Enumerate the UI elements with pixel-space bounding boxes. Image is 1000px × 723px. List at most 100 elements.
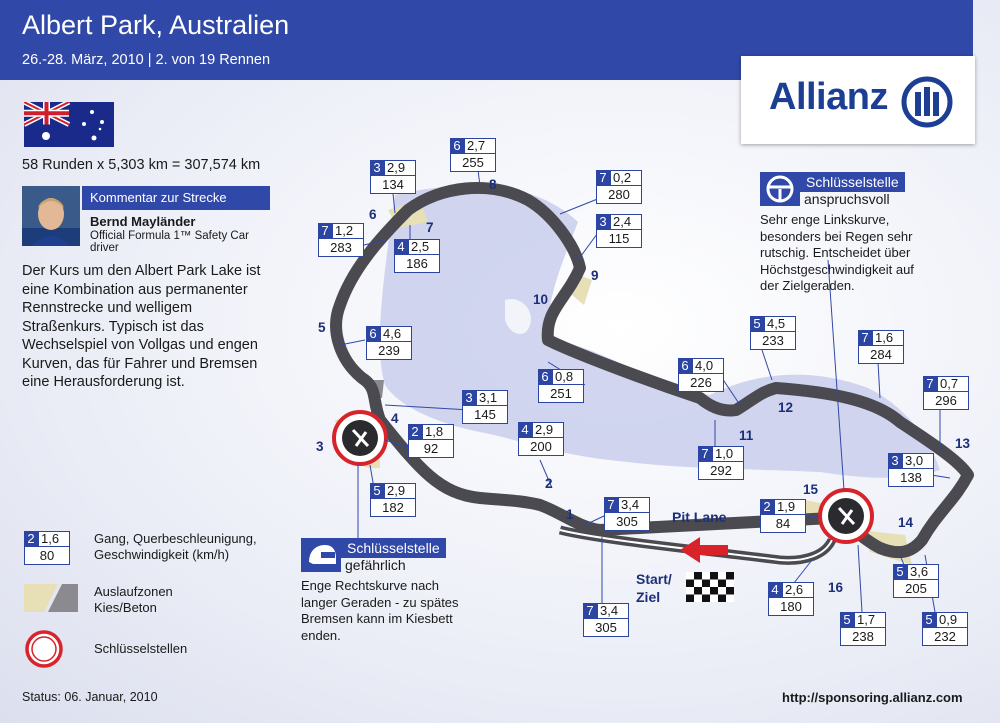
gear-value: 6 — [366, 326, 380, 342]
driver-role: Official Formula 1™ Safety Car driver — [90, 230, 249, 254]
lateral-g-value: 2,7 — [464, 138, 496, 154]
driver-name: Bernd Mayländer — [90, 214, 196, 229]
speed-value: 284 — [858, 346, 904, 364]
gear-value: 7 — [923, 376, 937, 392]
keypoint-marker-t3 — [332, 410, 388, 466]
lateral-g-value: 3,4 — [597, 603, 629, 619]
allianz-eagle-icon — [901, 76, 953, 128]
lateral-g-value: 4,6 — [380, 326, 412, 342]
turn-number: 16 — [828, 580, 844, 595]
speed-value: 232 — [922, 628, 968, 646]
speed-value: 205 — [893, 580, 939, 598]
turn-number: 14 — [898, 515, 914, 530]
speed-value: 292 — [698, 462, 744, 480]
gear-value: 4 — [768, 582, 782, 598]
keypoint-heading: Schlüsselstelle — [800, 172, 905, 192]
checkered-flag-icon — [686, 572, 734, 602]
speed-value: 280 — [596, 186, 642, 204]
steering-wheel-icon — [760, 172, 800, 206]
speed-value: 138 — [888, 469, 934, 487]
lateral-g-value: 2,5 — [408, 239, 440, 255]
turn-number: 6 — [369, 207, 377, 222]
lateral-g-value: 3,6 — [907, 564, 939, 580]
turn-number: 9 — [591, 268, 599, 283]
gear-value: 7 — [604, 497, 618, 513]
lateral-g-value: 2,9 — [384, 160, 416, 176]
lateral-g-value: 2,6 — [782, 582, 814, 598]
speed-value: 92 — [408, 440, 454, 458]
turn-number: 1 — [566, 507, 574, 522]
gear-value: 5 — [893, 564, 907, 580]
turn-number: 15 — [803, 482, 819, 497]
helmet-icon — [301, 538, 341, 572]
gear-value: 2 — [408, 424, 422, 440]
lateral-g-value: 1,6 — [872, 330, 904, 346]
lateral-g-value: 4,0 — [692, 358, 724, 374]
keypoint-subheading: anspruchsvoll — [804, 191, 890, 207]
race-date-subtitle: 26.-28. März, 2010 | 2. von 19 Rennen — [22, 52, 271, 68]
speed-value: 251 — [538, 385, 584, 403]
speed-value: 145 — [462, 406, 508, 424]
keypoint-description: Enge Rechtskurve nach langer Geraden - z… — [301, 578, 459, 643]
australia-flag-icon — [24, 102, 114, 147]
legend-info-text: Gang, Querbeschleunigung, Geschwindigkei… — [94, 531, 257, 562]
lateral-g-value: 1,2 — [332, 223, 364, 239]
legend-keypoint-text: Schlüsselstellen — [94, 641, 188, 656]
turn-number: 12 — [778, 400, 794, 415]
gear-value: 5 — [370, 483, 384, 499]
keypoint-subheading: gefährlich — [345, 557, 406, 573]
legend-runoff-swatch — [24, 584, 78, 612]
race-track — [330, 181, 974, 559]
legend-info-box: 2 1,6 80 — [24, 531, 70, 565]
logo-wordmark: Allianz — [769, 76, 888, 118]
speed-value: 233 — [750, 332, 796, 350]
turn-number: 5 — [318, 320, 326, 335]
sponsor-url-link[interactable]: http://sponsoring.allianz.com — [782, 690, 963, 705]
lateral-g-value: 3,0 — [902, 453, 934, 469]
gear-value: 3 — [370, 160, 384, 176]
gear-value: 6 — [538, 369, 552, 385]
start-label-line1: Start/ — [636, 571, 672, 587]
speed-value: 255 — [450, 154, 496, 172]
lateral-g-value: 3,4 — [618, 497, 650, 513]
speed-value: 80 — [24, 547, 70, 565]
turn-number: 10 — [533, 292, 549, 307]
lateral-g-value: 1,8 — [422, 424, 454, 440]
direction-arrow-icon — [680, 537, 728, 563]
gear-value: 4 — [518, 422, 532, 438]
keypoint-description: Sehr enge Linkskurve, besonders bei Rege… — [760, 212, 914, 293]
speed-value: 115 — [596, 230, 642, 248]
lake-area — [379, 185, 941, 478]
turn-number: 13 — [955, 436, 971, 451]
gear-value: 6 — [450, 138, 464, 154]
gear-value: 3 — [462, 390, 476, 406]
gear-value: 7 — [318, 223, 332, 239]
gear-value: 4 — [394, 239, 408, 255]
keypoint-marker-t15 — [818, 488, 874, 544]
turn-number: 8 — [489, 177, 497, 192]
lateral-g-value: 0,8 — [552, 369, 584, 385]
gear-value: 7 — [858, 330, 872, 346]
lateral-g-value: 0,9 — [936, 612, 968, 628]
speed-value: 226 — [678, 374, 724, 392]
speed-value: 305 — [583, 619, 629, 637]
speed-value: 134 — [370, 176, 416, 194]
speed-value: 305 — [604, 513, 650, 531]
speed-value: 296 — [923, 392, 969, 410]
keypoint-heading: Schlüsselstelle — [341, 538, 446, 558]
pit-lane-label: Pit Lane — [672, 509, 727, 525]
gear-value: 7 — [583, 603, 597, 619]
speed-value: 239 — [366, 342, 412, 360]
